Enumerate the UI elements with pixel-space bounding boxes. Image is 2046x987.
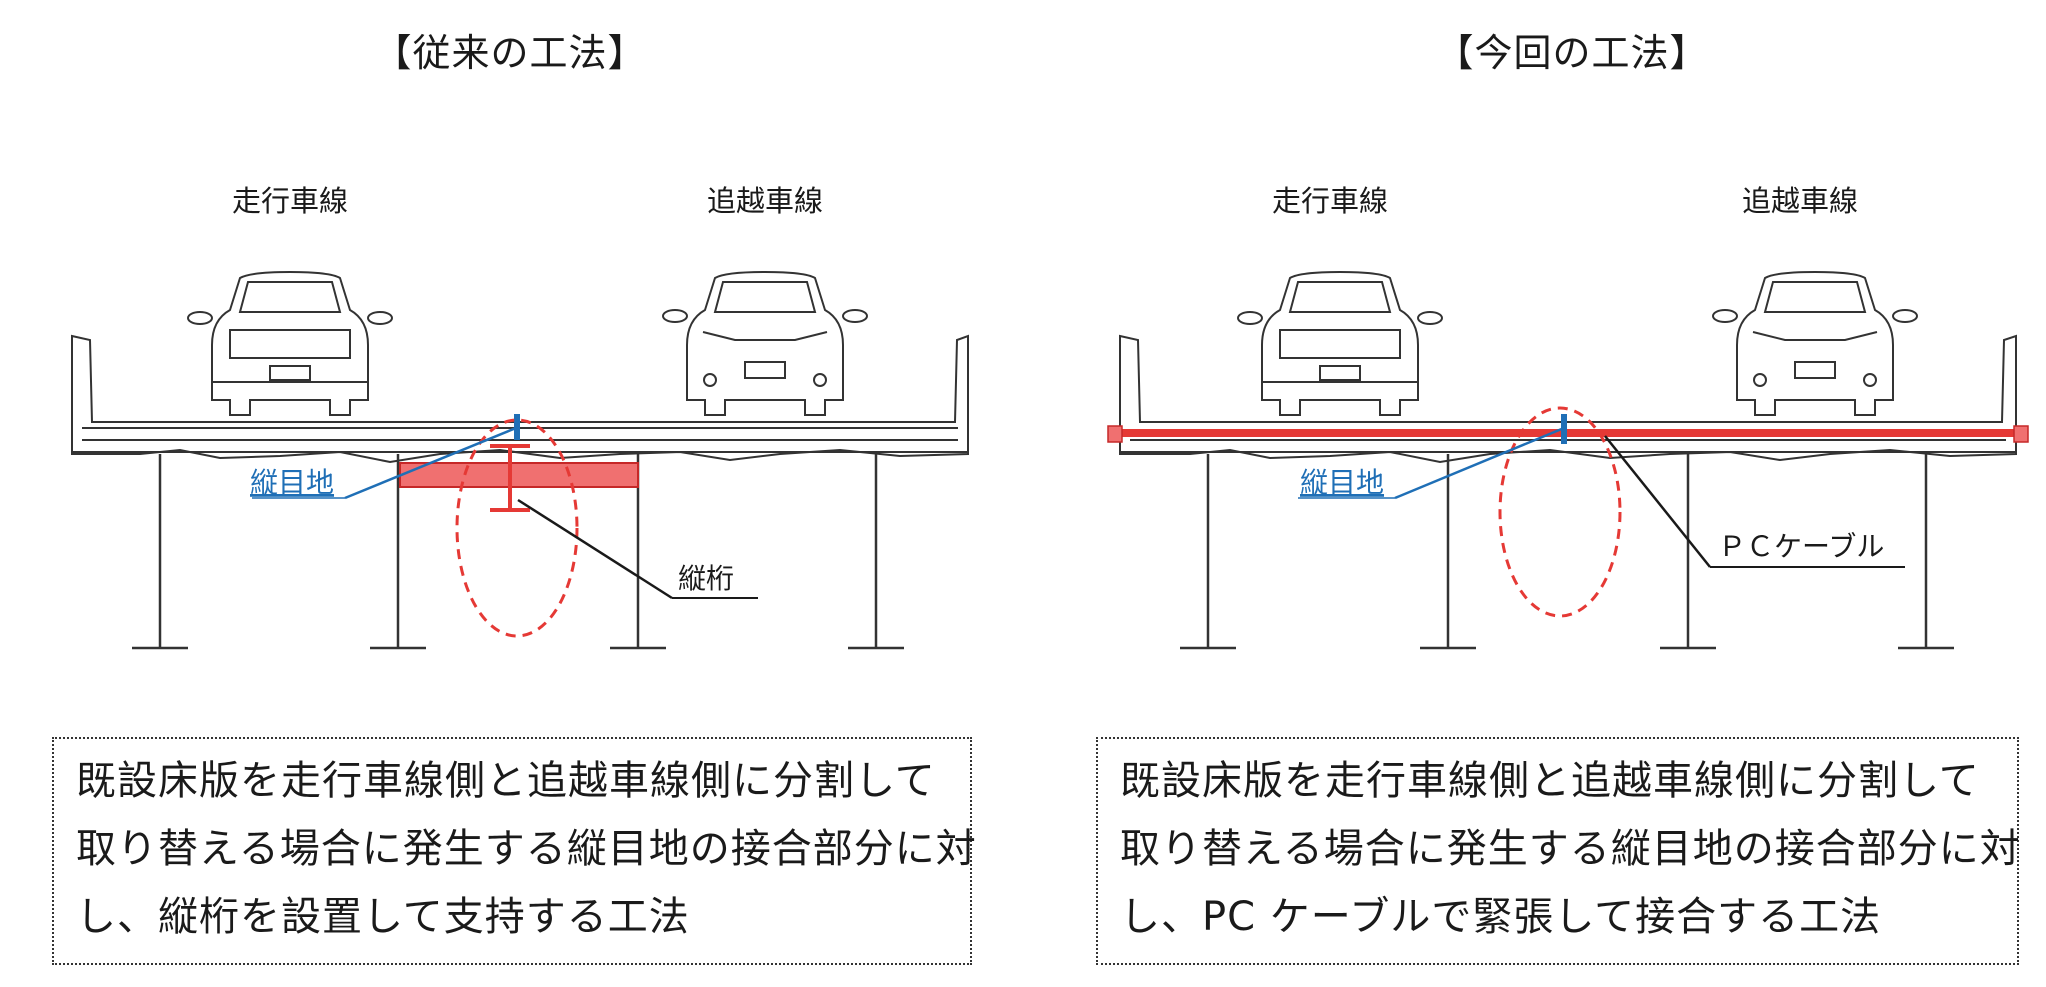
girder-section	[490, 444, 530, 512]
cable-anchor-left	[1107, 425, 1123, 443]
description-line: 取り替える場合に発生する縦目地の接合部分に対	[76, 826, 977, 872]
car-left	[187, 270, 393, 416]
joint-label: 縦目地	[1300, 466, 1384, 499]
car-left	[1237, 270, 1443, 416]
cable-label: ＰＣケーブル	[1718, 530, 1884, 563]
longitudinal-girder	[399, 462, 639, 488]
cable-leader	[1604, 435, 1711, 568]
panel-title: 【従来の工法】	[373, 31, 647, 75]
conventional-method-panel: 【従来の工法】 走行車線 追越車線	[52, 31, 977, 965]
lane-label-passing: 追越車線	[706, 184, 824, 218]
description-line: 既設床版を走行車線側と追越車線側に分割して	[1120, 758, 1980, 804]
panel-title: 【今回の工法】	[1435, 31, 1709, 75]
description-line: し、縦桁を設置して支持する工法	[76, 894, 690, 940]
car-right	[662, 270, 868, 416]
cable-anchor-right	[2013, 425, 2029, 443]
car-right	[1712, 270, 1918, 416]
description-box: 既設床版を走行車線側と追越車線側に分割して 取り替える場合に発生する縦目地の接合…	[1096, 737, 2021, 965]
girder-label: 縦桁	[678, 562, 734, 595]
joint-leader	[344, 426, 517, 500]
lane-label-driving: 走行車線	[1271, 184, 1389, 218]
lane-label-passing: 追越車線	[1741, 184, 1859, 218]
pier-columns	[1180, 454, 1954, 650]
joint-leader	[1394, 426, 1565, 500]
new-deck-diagram: 縦目地 ＰＣケーブル	[1107, 270, 2029, 650]
focus-ellipse	[455, 418, 579, 638]
description-line: し、PC ケーブルで緊張して接合する工法	[1120, 894, 1882, 940]
girder-leader	[517, 498, 673, 600]
focus-ellipse	[1498, 406, 1622, 618]
description-line: 既設床版を走行車線側と追越車線側に分割して	[76, 758, 936, 804]
lane-label-driving: 走行車線	[231, 184, 349, 218]
joint-marker	[514, 414, 520, 440]
new-method-panel: 【今回の工法】 走行車線 追越車線	[1050, 0, 2046, 987]
conventional-deck-diagram: 縦目地 縦桁	[71, 270, 969, 650]
description-line: 取り替える場合に発生する縦目地の接合部分に対	[1120, 826, 2021, 872]
joint-label: 縦目地	[250, 466, 334, 499]
description-box: 既設床版を走行車線側と追越車線側に分割して 取り替える場合に発生する縦目地の接合…	[52, 737, 977, 965]
deck-slab	[1119, 334, 2017, 464]
